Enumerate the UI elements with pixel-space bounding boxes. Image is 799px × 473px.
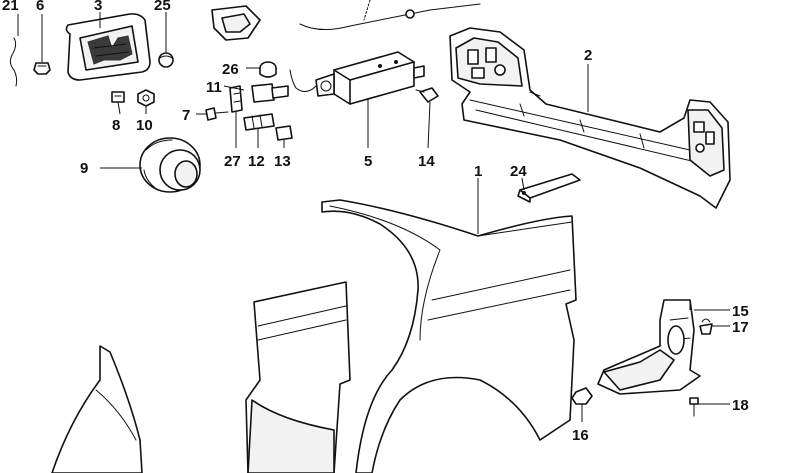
part-26-cap: [259, 61, 277, 78]
part-inner-panel: [245, 281, 351, 473]
callout-25: 25: [154, 0, 171, 14]
part-27-clip: [229, 85, 243, 113]
part-16-nut: [571, 387, 593, 405]
part-3-filler-housing: [65, 13, 151, 81]
callout-10: 10: [136, 117, 153, 134]
part-13-sleeve: [275, 125, 293, 141]
callout-18: 18: [732, 397, 749, 414]
part-25-bumper: [158, 52, 174, 68]
part-12-bolt: [243, 113, 275, 131]
part-6-plug: [33, 62, 51, 75]
part-15-bracket: [597, 299, 701, 395]
cable: [289, 0, 481, 92]
part-8-screw: [111, 91, 125, 103]
part-9-grommet: [139, 137, 201, 193]
callout-27: 27: [224, 153, 241, 170]
callout-26: 26: [222, 61, 239, 78]
part-top-bracket: [211, 5, 261, 41]
callout-5: 5: [364, 153, 372, 170]
callout-14: 14: [418, 153, 435, 170]
callout-12: 12: [248, 153, 265, 170]
part-11-connector: [251, 83, 289, 103]
callout-11: 11: [206, 79, 222, 96]
callout-16: 16: [572, 427, 589, 444]
part-24-bracket: [517, 173, 581, 203]
callout-17: 17: [732, 319, 749, 336]
part-17-plug: [699, 318, 713, 335]
part-18-screw: [689, 397, 699, 417]
callout-9: 9: [80, 160, 88, 177]
callout-6: 6: [36, 0, 44, 14]
callout-7: 7: [182, 107, 190, 124]
part-14-screw: [415, 87, 439, 103]
part-21-wire-clip: [9, 37, 18, 87]
callout-3: 3: [94, 0, 102, 14]
callout-21: 21: [2, 0, 19, 14]
callout-13: 13: [274, 153, 291, 170]
part-10-nut: [137, 89, 155, 107]
part-2-rear-panel: [449, 27, 731, 209]
callout-24: 24: [510, 163, 527, 180]
callouts: 21 6 3 25 26 11 7 8 10 9 27 12 13 5 14 2…: [2, 0, 749, 444]
callout-2: 2: [584, 47, 592, 64]
callout-1: 1: [474, 163, 482, 180]
part-1-quarter-panel: [321, 199, 577, 473]
callout-8: 8: [112, 117, 120, 134]
part-7-screw: [205, 107, 229, 121]
callout-15: 15: [732, 303, 749, 320]
leader-lines: [17, 12, 730, 422]
part-lower-left-panel: [51, 345, 143, 473]
part-5-actuator: [315, 51, 425, 105]
